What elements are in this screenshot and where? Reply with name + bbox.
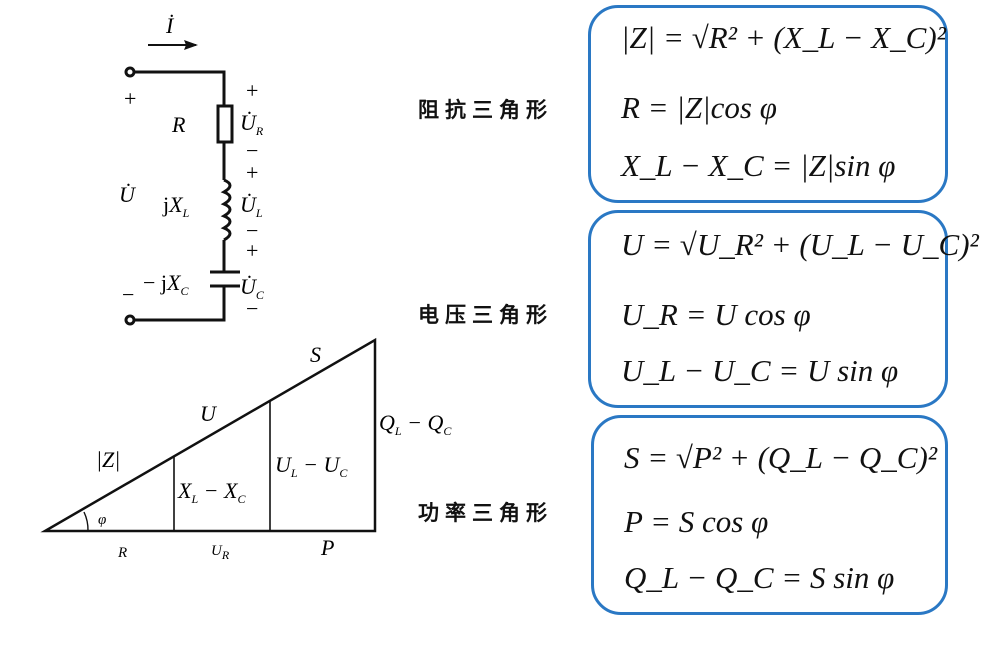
r-base-label: R (117, 545, 127, 561)
ur-base-label: UR (211, 543, 230, 562)
impedance-formula-1: |Z| = √R² + (X_L − X_C)² (621, 20, 946, 55)
phi-arc (83, 511, 89, 532)
ur-plus: + (246, 78, 258, 103)
xl-xc-label: XL − XC (177, 478, 246, 506)
voltage-formula-box: U = √U_R² + (U_L − U_C)² U_R = U cos φ U… (588, 210, 979, 408)
voltage-formula-2: U_R = U cos φ (621, 297, 811, 332)
resistor-label: R (171, 112, 186, 137)
ul-minus: − (246, 218, 258, 243)
ur-minus: − (246, 138, 258, 163)
uc-label: U̇C (240, 274, 265, 302)
power-formula-3: Q_L − Q_C = S sin φ (624, 560, 895, 595)
nested-triangles (40, 337, 377, 533)
uc-plus: + (246, 238, 258, 263)
ul-uc-label: UL − UC (275, 452, 348, 480)
top-wire (134, 70, 226, 106)
p-base-label: P (320, 535, 334, 560)
current-label: İ (165, 13, 175, 38)
impedance-triangle-title: 阻抗三角形 (418, 97, 553, 122)
current-arrow-head (184, 40, 198, 50)
resistor (216, 104, 234, 144)
impedance-formula-3: X_L − X_C = |Z|sin φ (621, 148, 896, 183)
u-hyp-label: U (200, 401, 218, 426)
s-hyp-label: S (310, 342, 321, 367)
power-triangle (40, 337, 377, 533)
source-voltage: U̇ (119, 182, 137, 207)
inductor (220, 178, 232, 242)
ql-qc-label: QL − QC (379, 410, 452, 438)
source-minus: − (122, 282, 134, 307)
impedance-formula-box: |Z| = √R² + (X_L − X_C)² R = |Z|cos φ X_… (588, 5, 948, 203)
bottom-terminal (124, 314, 136, 326)
power-formula-2: P = S cos φ (624, 504, 769, 539)
diagram-svg: İ + U̇ − R jXL − jXC + U̇R − + U̇L − + U… (40, 13, 452, 562)
ul-label: U̇L (240, 192, 263, 220)
ur-label: U̇R (240, 110, 264, 138)
inductor-label: jXL (162, 192, 190, 220)
power-formula-1: S = √P² + (Q_L − Q_C)² (624, 440, 938, 475)
power-formula-box: S = √P² + (Q_L − Q_C)² P = S cos φ Q_L −… (591, 415, 948, 615)
voltage-formula-3: U_L − U_C = U sin φ (621, 353, 899, 388)
z-hyp-label: |Z| (96, 447, 120, 472)
ul-plus: + (246, 160, 258, 185)
phi-label: φ (98, 512, 106, 528)
rlc-circuit (124, 66, 240, 326)
capacitor-label: − jXC (143, 270, 189, 298)
top-terminal (124, 66, 136, 78)
voltage-triangle-title: 电压三角形 (418, 302, 553, 327)
source-plus: + (124, 86, 136, 111)
impedance-formula-2: R = |Z|cos φ (621, 90, 777, 125)
uc-minus: − (246, 296, 258, 321)
power-triangle-title: 功率三角形 (418, 500, 553, 525)
voltage-formula-1: U = √U_R² + (U_L − U_C)² (621, 227, 979, 262)
capacitor (210, 270, 240, 288)
bottom-wire (134, 286, 226, 322)
